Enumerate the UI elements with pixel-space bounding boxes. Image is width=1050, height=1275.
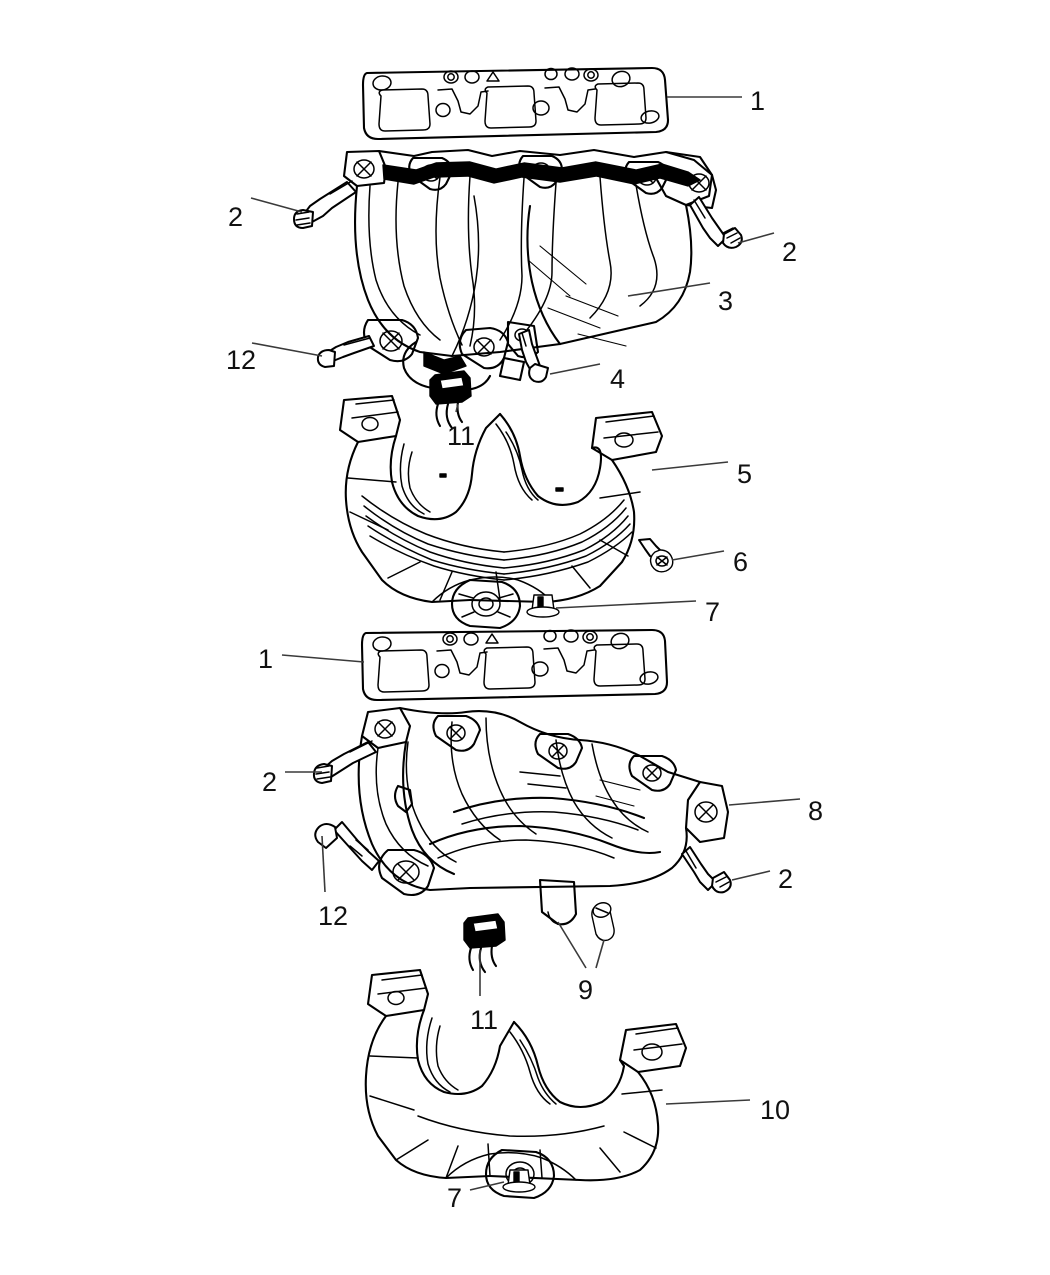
exhaust-manifold-lower	[357, 706, 730, 926]
callout-10-heat-shield-lower: 10	[760, 1095, 791, 1125]
callout-8-manifold-lower: 8	[808, 796, 824, 826]
callout-11-clip-lower: 11	[470, 1005, 499, 1035]
flange-nut-lower	[502, 1169, 536, 1193]
gasket-lower	[360, 628, 669, 702]
callout-7-nut-upper: 7	[705, 597, 721, 627]
bracket-bolt-lower	[314, 821, 380, 871]
leader-lines	[250, 96, 801, 1191]
callout-1-lower-gasket: 1	[258, 644, 274, 674]
callout-2-bolt-lower-left: 2	[262, 767, 278, 797]
callout-5-heat-shield-upper: 5	[737, 459, 753, 489]
callout-6-heat-shield-screw: 6	[733, 547, 749, 577]
flange-nut-upper	[526, 594, 560, 618]
callout-2-bolt-upper-left: 2	[228, 202, 244, 232]
wiring-clip-lower	[463, 913, 506, 974]
callout-4-heat-shield-bolt: 4	[610, 364, 626, 394]
heat-shield-bolt-upper	[518, 329, 549, 383]
heat-shield-upper	[338, 394, 664, 630]
callout-7-nut-lower: 7	[447, 1183, 463, 1213]
heat-shield-screw	[638, 538, 674, 573]
callout-9-manifold-stud: 9	[578, 975, 594, 1005]
callout-2-bolt-lower-right: 2	[778, 864, 794, 894]
callout-2-bolt-upper-right: 2	[782, 237, 798, 267]
callout-3-manifold-upper: 3	[718, 286, 734, 316]
callout-1-upper-gasket: 1	[750, 86, 766, 116]
heat-shield-lower	[364, 968, 688, 1200]
manifold-bolt-upper-left	[293, 180, 357, 229]
manifold-bolt-lower-right	[681, 846, 732, 894]
manifold-bolt-upper-right	[689, 196, 743, 249]
bracket-bolt-upper	[316, 335, 375, 368]
callout-12-bracket-bolt-low: 12	[318, 901, 349, 931]
gasket-upper	[361, 66, 670, 141]
manifold-bolt-lower-left	[312, 740, 377, 784]
callout-12-bracket-bolt-up: 12	[226, 345, 257, 375]
callout-11-clip-upper: 11	[447, 421, 476, 451]
wiring-clip-upper	[429, 370, 472, 430]
manifold-stud	[591, 902, 615, 942]
exhaust-manifold-upper	[342, 148, 718, 392]
